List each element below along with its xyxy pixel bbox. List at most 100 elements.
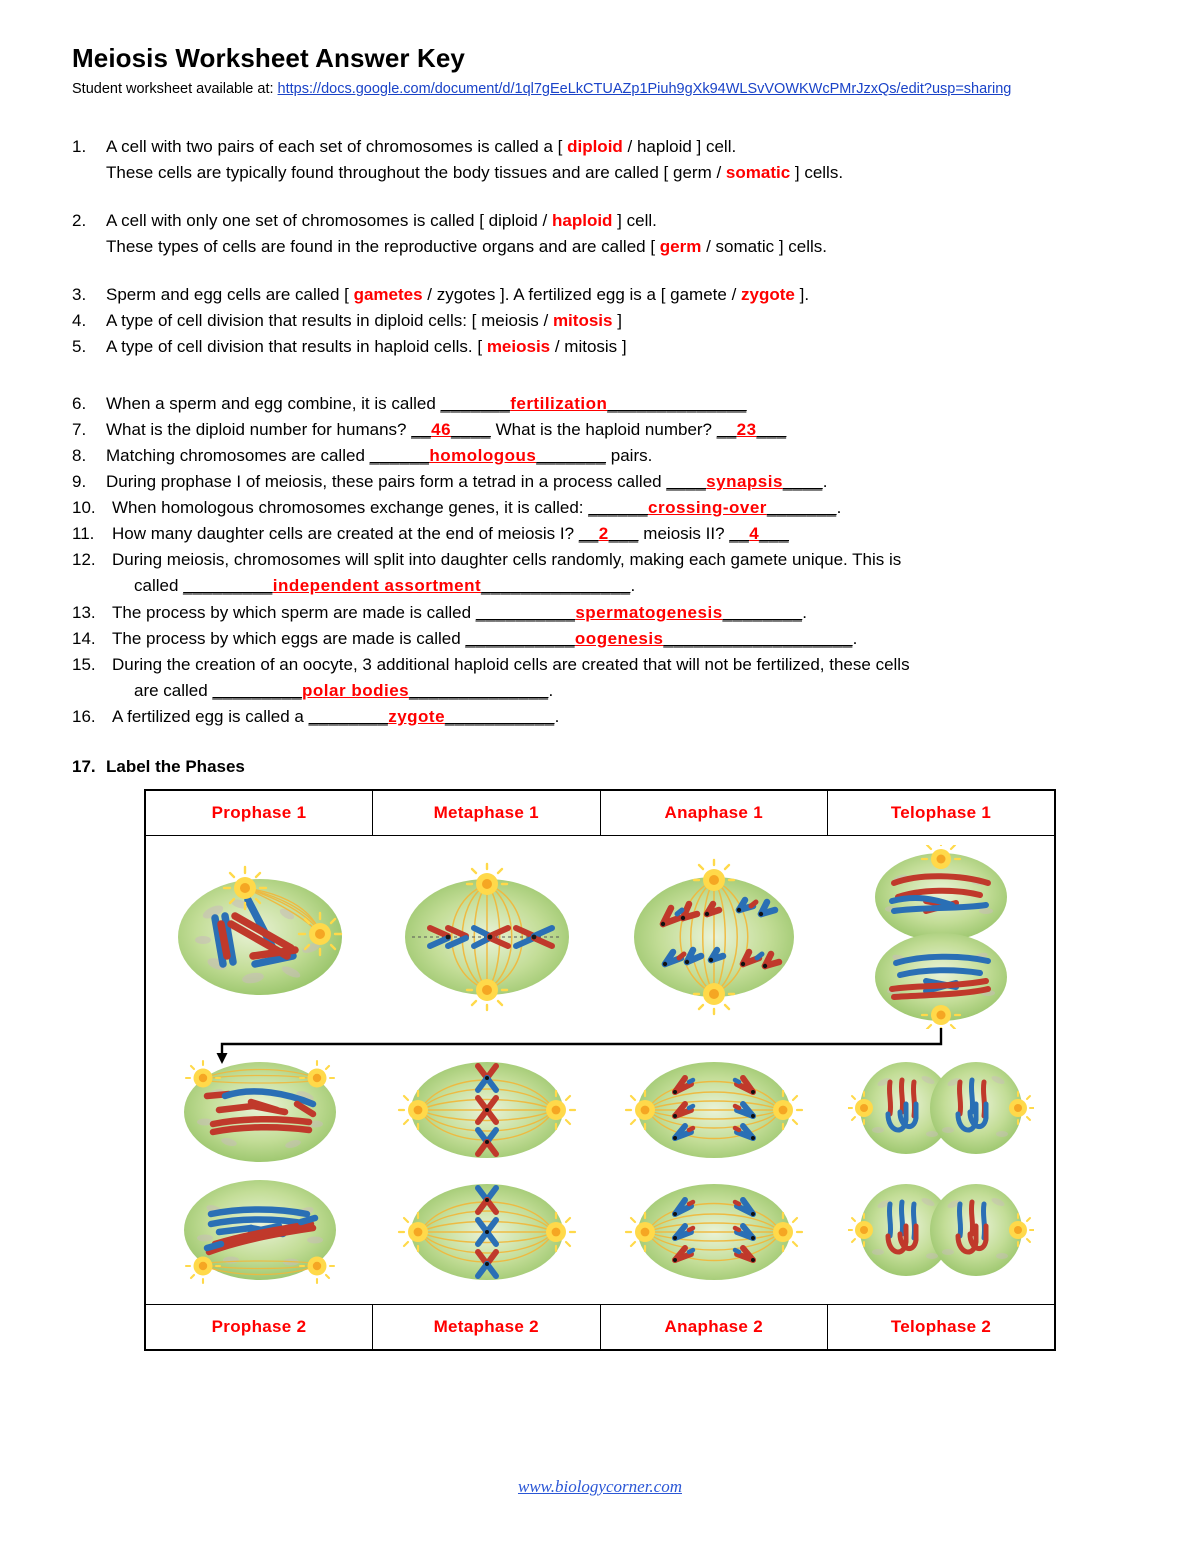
question-13-blank-before: __________ xyxy=(475,602,576,622)
figure-telophase-1 xyxy=(827,842,1054,1032)
centrosome-icon xyxy=(1008,1213,1034,1248)
question-1-text-b: / haploid ] cell. xyxy=(622,136,737,156)
question-10-text-a: When homologous chromosomes exchange gen… xyxy=(112,498,589,518)
centrosome-icon xyxy=(298,1256,335,1285)
question-3-text-a: Sperm and egg cells are called [ xyxy=(106,285,354,305)
centrosome-icon xyxy=(692,983,735,1016)
page-footer: www.biologycorner.com xyxy=(0,1477,1200,1497)
centrosome-icon xyxy=(545,1212,576,1253)
phase-label-telophase-2[interactable]: Telophase 2 xyxy=(827,1304,1056,1351)
question-12-subline: called _________independent assortment__… xyxy=(72,574,1128,598)
question-8-number: 8. xyxy=(72,445,87,465)
question-12-blank-before: _________ xyxy=(183,576,273,596)
meiosis-phase-table: Prophase 1 Metaphase 1 Anaphase 1 Teloph… xyxy=(144,789,1056,1352)
question-8-text-a: Matching chromosomes are called xyxy=(106,445,370,465)
anaphase-1-cell-diagram xyxy=(633,859,794,1016)
spacer xyxy=(72,261,1128,283)
question-3-answer-2: zygote xyxy=(741,285,795,305)
question-6-answer: fertilization xyxy=(510,393,608,413)
question-15-text-line1: During the creation of an oocyte, 3 addi… xyxy=(112,654,910,674)
centrosome-icon xyxy=(184,1060,221,1088)
question-15-text-line2-b: . xyxy=(548,680,554,700)
centrosome-icon xyxy=(1008,1091,1034,1126)
question-7-text-b: What is the haploid number? xyxy=(490,419,717,439)
question-2-text-a: A cell with only one set of chromosomes … xyxy=(106,210,552,230)
figure-prophase-2 xyxy=(146,1048,373,1296)
figure-telophase-2 xyxy=(827,1048,1054,1296)
question-10-number: 10. xyxy=(72,498,96,518)
question-6: 6.When a sperm and egg combine, it is ca… xyxy=(72,392,1128,416)
question-7-text-a: What is the diploid number for humans? xyxy=(106,419,412,439)
figure-metaphase-2 xyxy=(373,1048,600,1296)
spacer xyxy=(72,119,1128,135)
centrosome-icon xyxy=(772,1212,803,1253)
question-16-number: 16. xyxy=(72,707,96,727)
question-4-answer: mitosis xyxy=(552,311,613,331)
question-14-text-b: . xyxy=(852,628,858,648)
metaphase-2-cell-diagram xyxy=(397,1062,576,1281)
centrosome-icon xyxy=(297,912,342,957)
question-13-text-a: The process by which sperm are made is c… xyxy=(112,602,476,622)
prophase-1-cell-diagram xyxy=(177,866,342,996)
question-13: 13. The process by which sperm are made i… xyxy=(72,601,1128,625)
phase-label-metaphase-2[interactable]: Metaphase 2 xyxy=(372,1304,601,1351)
question-7: 7. What is the diploid number for humans?… xyxy=(72,418,1128,442)
phase-label-metaphase-1[interactable]: Metaphase 1 xyxy=(372,789,601,837)
phase-header-row-1: Prophase 1 Metaphase 1 Anaphase 1 Teloph… xyxy=(144,789,1056,837)
figure-prophase-1 xyxy=(146,842,373,1032)
question-11-text-a: How many daughter cells are created at t… xyxy=(112,524,579,544)
phase-figure-cell xyxy=(145,836,1055,1305)
centrosome-icon xyxy=(772,1090,803,1131)
question-5-text-b: / mitosis ] xyxy=(550,337,627,357)
question-6-blank-before: _______ xyxy=(440,393,511,413)
question-11-blank2-before: __ xyxy=(729,524,750,544)
section-17-number: 17. xyxy=(72,757,96,777)
question-11-number: 11. xyxy=(72,524,95,544)
question-10-text-b: . xyxy=(836,498,842,518)
question-4-text-b: ] xyxy=(612,311,622,331)
question-9-number: 9. xyxy=(72,471,87,491)
question-13-number: 13. xyxy=(72,602,96,622)
centrosome-icon xyxy=(397,1090,428,1131)
question-13-blank-after: ________ xyxy=(722,602,803,622)
question-13-text-b: . xyxy=(802,602,808,622)
centrosome-icon xyxy=(692,859,735,892)
question-16-blank-after: ___________ xyxy=(445,707,555,727)
question-12: 12.During meiosis, chromosomes will spli… xyxy=(72,548,1128,572)
question-13-answer: spermatogenesis xyxy=(575,602,723,622)
question-9-answer: synapsis xyxy=(706,471,783,491)
question-6-text: When a sperm and egg combine, it is call… xyxy=(106,393,441,413)
figure-anaphase-2 xyxy=(600,1048,827,1296)
question-8-answer: homologous xyxy=(429,445,537,465)
spacer xyxy=(72,362,1128,392)
worksheet-url-link[interactable]: https://docs.google.com/document/d/1ql7g… xyxy=(277,80,1012,97)
phase-figure-row xyxy=(145,836,1055,1305)
question-9-blank-before: ____ xyxy=(666,471,707,491)
section-17-title: Label the Phases xyxy=(106,757,245,777)
centrosome-icon xyxy=(465,979,508,1012)
phase-label-anaphase-1[interactable]: Anaphase 1 xyxy=(599,789,828,837)
centrosome-icon xyxy=(624,1212,655,1253)
question-9-text-a: During prophase I of meiosis, these pair… xyxy=(106,471,667,491)
phase-label-telophase-1[interactable]: Telophase 1 xyxy=(827,789,1056,837)
question-2: 2.A cell with only one set of chromosome… xyxy=(72,209,1128,233)
question-7-blank2-before: __ xyxy=(716,419,737,439)
question-12-text-line1: During meiosis, chromosomes will split i… xyxy=(112,550,902,570)
phase-label-prophase-2[interactable]: Prophase 2 xyxy=(144,1304,373,1351)
question-7-blank2-after: ___ xyxy=(756,419,787,439)
centrosome-icon xyxy=(222,866,267,911)
centrosome-icon xyxy=(624,1090,655,1131)
centrosome-icon xyxy=(298,1060,335,1088)
question-7-number: 7. xyxy=(72,419,87,439)
phase-label-anaphase-2[interactable]: Anaphase 2 xyxy=(599,1304,828,1351)
question-1: 1.A cell with two pairs of each set of c… xyxy=(72,135,1128,159)
question-11-answer-2: 4 xyxy=(749,524,760,544)
centrosome-icon xyxy=(847,1213,873,1248)
question-3-text-c: ]. xyxy=(794,285,810,305)
question-14-blank-before: ___________ xyxy=(465,628,575,648)
question-3-text-b: / zygotes ]. A fertilized egg is a [ gam… xyxy=(422,285,742,305)
phase-label-prophase-1[interactable]: Prophase 1 xyxy=(144,789,373,837)
biologycorner-link[interactable]: www.biologycorner.com xyxy=(517,1477,682,1496)
question-9-text-b: . xyxy=(822,471,828,491)
telophase-1-cell-diagram xyxy=(874,845,1007,1030)
